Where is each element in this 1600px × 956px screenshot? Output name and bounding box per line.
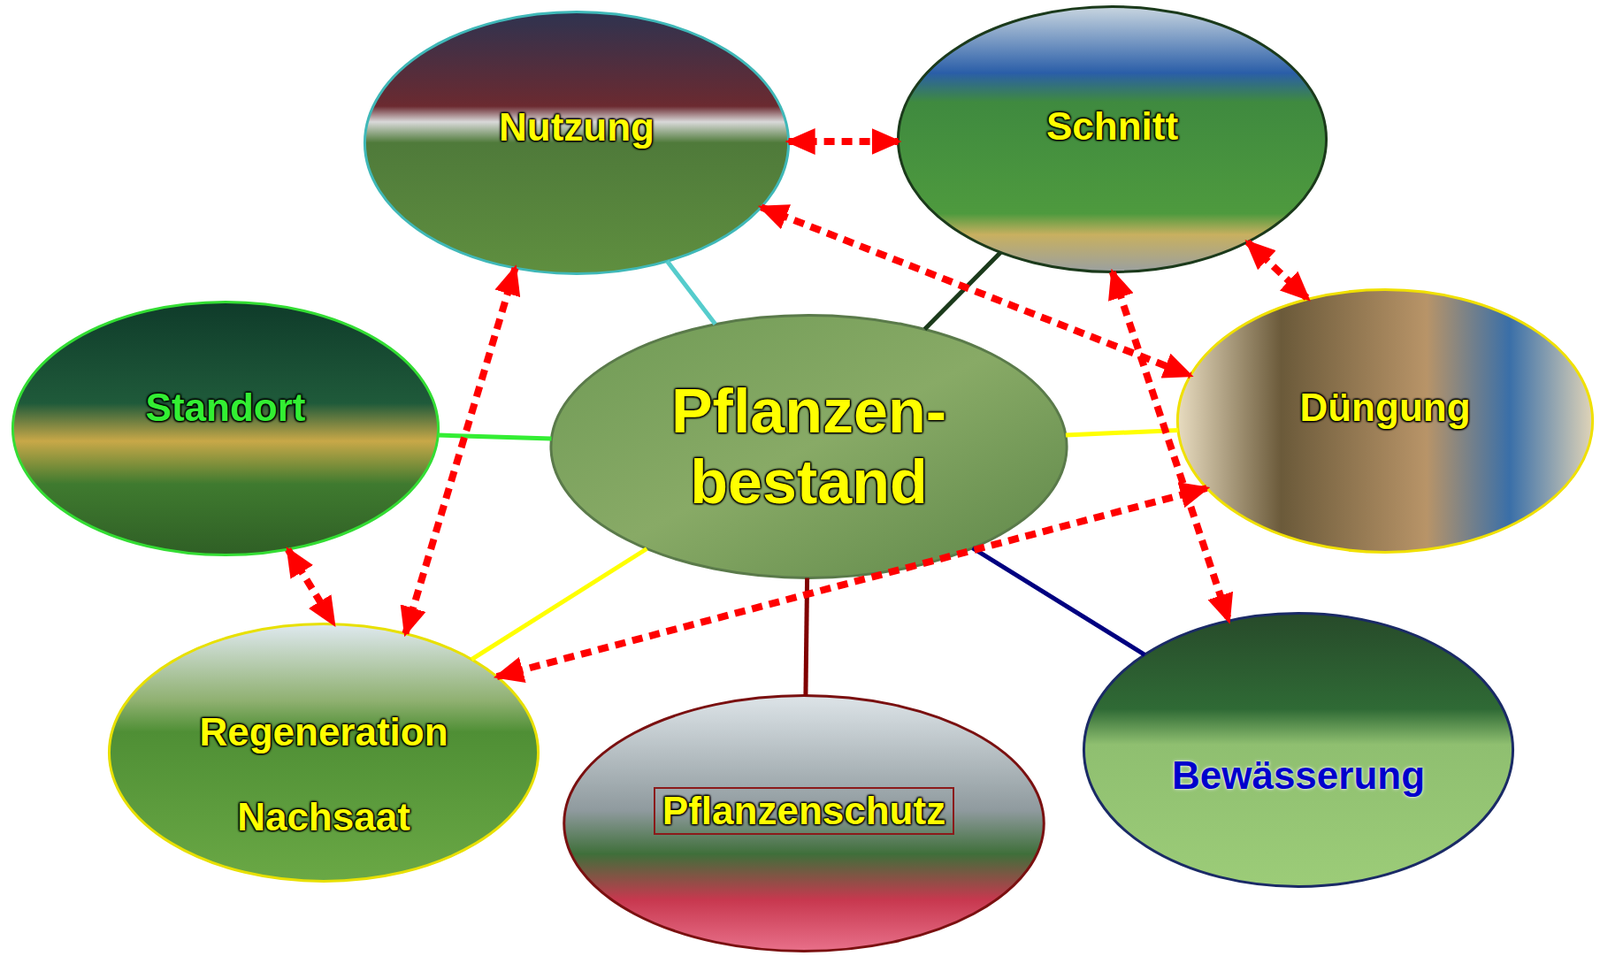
- ellipse-node: Pflanzenschutz: [561, 694, 1047, 953]
- dashed-arrow: [1247, 242, 1309, 299]
- ellipse-shape: [551, 315, 1067, 579]
- ellipse-node: Bewässerung: [1081, 612, 1516, 889]
- node-label: Regeneration: [199, 710, 448, 756]
- ellipse-shape: [564, 695, 1045, 951]
- node-label: Schnitt: [1046, 104, 1179, 150]
- ellipse-node: RegenerationNachsaat: [107, 622, 541, 883]
- node-label: Pflanzen- bestand: [641, 375, 978, 519]
- ellipse-node: Schnitt: [895, 5, 1329, 274]
- text-group: Düngung: [1299, 385, 1470, 431]
- solid-connector: [666, 260, 715, 324]
- ellipse-outline: [548, 313, 1070, 580]
- text-group: Pflanzen- bestand: [641, 375, 978, 519]
- text-group: Nutzung: [498, 105, 655, 151]
- text-group: RegenerationNachsaat: [199, 710, 448, 840]
- node-label: Pflanzenschutz: [653, 787, 955, 836]
- ellipse-node: Düngung: [1175, 288, 1595, 554]
- ellipse-shape: [897, 7, 1326, 273]
- text-group: Pflanzenschutz: [653, 787, 955, 836]
- solid-connector: [972, 548, 1146, 656]
- node-label: Bewässerung: [1171, 753, 1425, 799]
- ellipse-shape: [364, 11, 789, 274]
- text-group: Standort: [145, 385, 307, 431]
- dashed-arrow: [288, 549, 335, 624]
- node-label: Nutzung: [498, 105, 655, 151]
- node-label: Nachsaat: [237, 795, 411, 841]
- solid-connector: [437, 435, 552, 439]
- ellipse-shape: [1177, 290, 1593, 553]
- text-group: Bewässerung: [1171, 753, 1425, 799]
- text-group: Schnitt: [1046, 104, 1179, 150]
- ellipse-shape: [12, 301, 438, 555]
- solid-connector: [1065, 429, 1179, 436]
- ellipse-shape: [108, 623, 538, 881]
- ellipse-node: Pflanzen- bestand: [548, 313, 1070, 580]
- ellipse-node: Standort: [10, 300, 441, 557]
- ellipse-outline: [1081, 612, 1516, 889]
- dashed-arrow: [788, 137, 899, 146]
- node-label: Düngung: [1299, 385, 1470, 431]
- node-label: Standort: [145, 385, 307, 431]
- ellipse-node: Nutzung: [362, 10, 791, 276]
- ellipse-shape: [1083, 613, 1513, 888]
- solid-connector: [925, 252, 1002, 330]
